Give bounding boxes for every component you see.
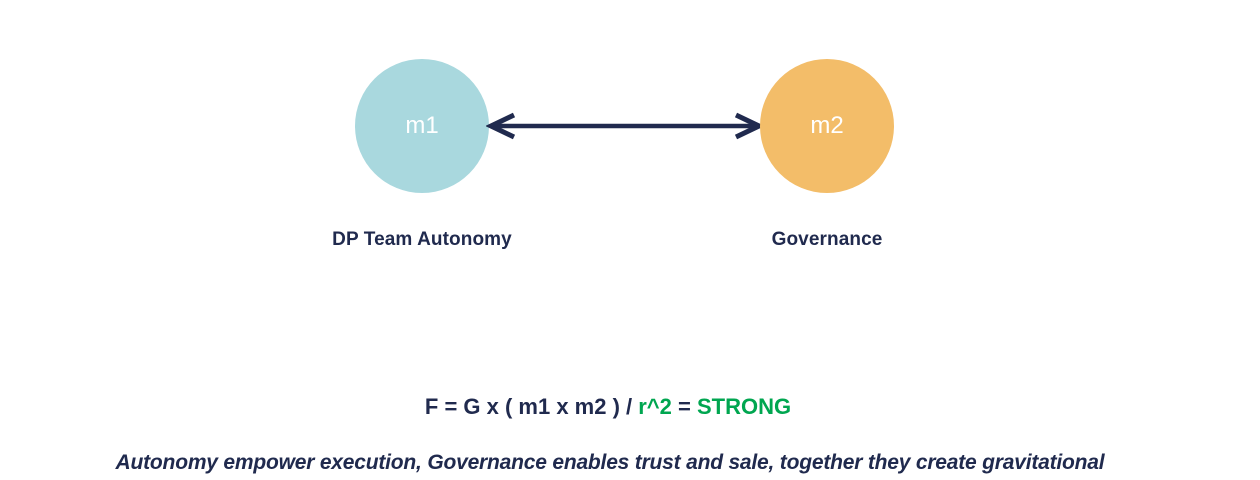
mass-node-m1-label: m1	[405, 112, 439, 139]
formula-equals: =	[671, 394, 697, 419]
mass-node-m1: m1	[355, 59, 489, 193]
mass-node-m2: m2	[760, 59, 894, 193]
caption-text: Autonomy empower execution, Governance e…	[115, 451, 1105, 474]
mass-node-m2-label: m2	[810, 112, 844, 139]
double-headed-arrow-icon	[485, 109, 765, 143]
formula-result-strong: STRONG	[696, 394, 792, 419]
formula-left-part: F = G x ( m1 x m2 ) /	[424, 394, 639, 419]
gravity-formula: F = G x ( m1 x m2 ) / r^2 = STRONG	[0, 394, 1238, 420]
node-label-autonomy: DP Team Autonomy	[332, 229, 512, 250]
node-label-governance: Governance	[771, 229, 883, 250]
formula-r-squared: r^2	[638, 394, 672, 419]
